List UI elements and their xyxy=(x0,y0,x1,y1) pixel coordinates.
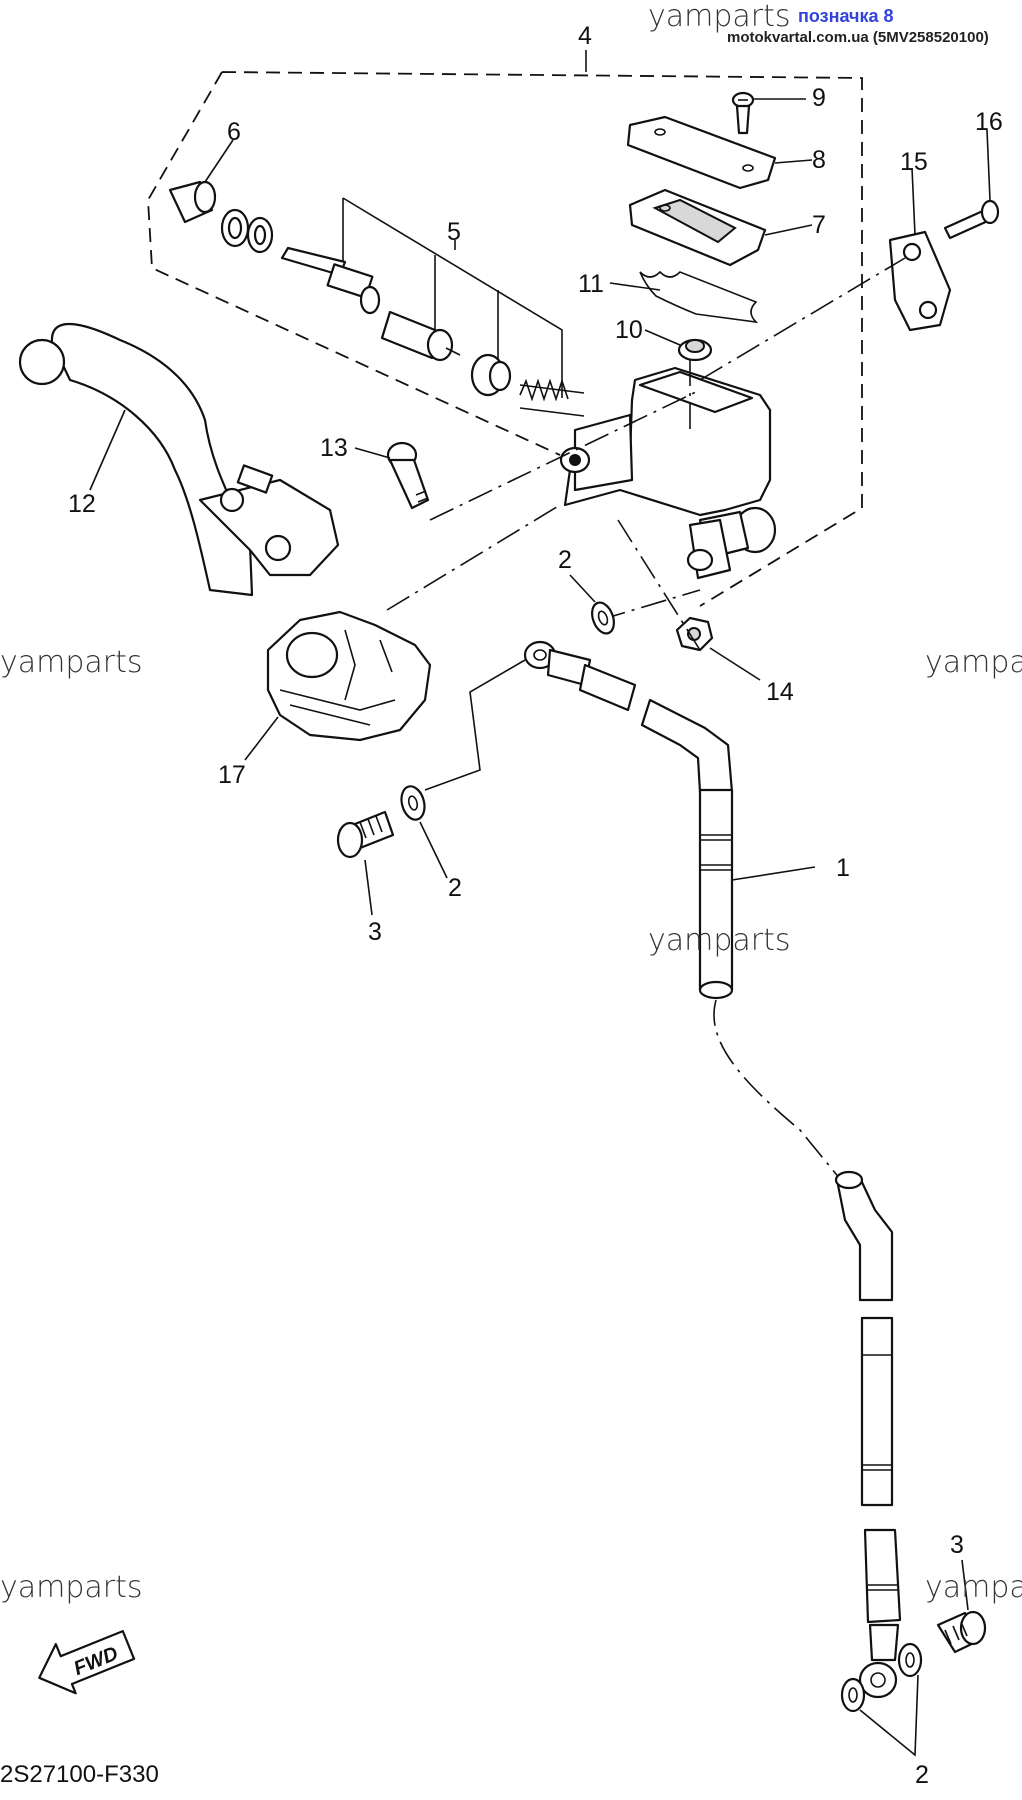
callout-10[interactable]: 10 xyxy=(615,316,643,344)
callout-7[interactable]: 7 xyxy=(812,211,826,239)
watermark-right-upper: yamparts xyxy=(925,645,1022,680)
leader-15 xyxy=(911,167,916,236)
leader-6 xyxy=(204,139,234,183)
handlebar-clamp-part xyxy=(888,230,952,332)
leader-14 xyxy=(709,647,761,681)
fwd-arrow-icon: FWD xyxy=(38,1630,136,1695)
brake-hose-lower-part xyxy=(834,1170,902,1699)
callout-5[interactable]: 5 xyxy=(447,218,461,246)
brake-caliper-part xyxy=(266,610,432,742)
callout-2-middle[interactable]: 2 xyxy=(448,874,462,902)
leader-17 xyxy=(244,716,279,761)
piston-part xyxy=(380,310,461,362)
leader-7 xyxy=(764,224,813,236)
callout-3-lower[interactable]: 3 xyxy=(950,1531,964,1559)
pivot-nut-part xyxy=(675,616,714,652)
push-rod-part xyxy=(280,246,381,315)
header-site[interactable]: motokvartal.com.ua (5MV258520100) xyxy=(727,29,989,46)
watermark-center: yamparts xyxy=(648,923,791,958)
callout-12[interactable]: 12 xyxy=(68,490,96,518)
callout-6[interactable]: 6 xyxy=(227,118,241,146)
cup-seal-part xyxy=(470,353,512,397)
callout-17[interactable]: 17 xyxy=(218,761,246,789)
leader-2-top xyxy=(569,574,596,603)
banjo-bolt-lower-part xyxy=(936,1610,987,1654)
callout-16[interactable]: 16 xyxy=(975,108,1003,136)
diaphragm-part xyxy=(639,270,759,324)
cap-screw-part xyxy=(731,91,755,135)
washer-to-hose-line xyxy=(424,659,526,791)
pivot-bolt-part xyxy=(386,441,430,510)
watermark-right-lower: yamparts xyxy=(925,1570,1022,1605)
cap-plate-part xyxy=(628,188,767,267)
leader-8 xyxy=(774,159,813,164)
leader-10 xyxy=(644,329,681,346)
dust-boot-part xyxy=(168,180,217,224)
leader-2-lower xyxy=(859,1674,919,1757)
leader-11 xyxy=(609,282,661,291)
brake-hose-upper-part xyxy=(523,640,734,1000)
leader-1 xyxy=(731,866,816,881)
header-badge[interactable]: позначка 8 xyxy=(798,6,894,26)
hose-connector-line xyxy=(713,999,846,1186)
washer-part-2-lower xyxy=(840,1642,923,1713)
leader-13 xyxy=(354,447,391,459)
leader-3-lower xyxy=(961,1559,969,1611)
alignment-lines xyxy=(386,257,906,651)
leader-12 xyxy=(89,409,126,491)
callout-1[interactable]: 1 xyxy=(836,854,850,882)
reservoir-cap-part xyxy=(626,115,777,190)
washer-part-2-middle xyxy=(400,785,426,821)
callout-2-top[interactable]: 2 xyxy=(558,546,572,574)
watermark-left-lower: yamparts xyxy=(0,1570,143,1605)
leader-2-middle xyxy=(419,821,448,879)
piston-kit-bracket xyxy=(342,197,563,398)
leader-3-middle xyxy=(364,859,373,916)
master-cylinder-body-part xyxy=(559,366,777,580)
callout-14[interactable]: 14 xyxy=(766,678,794,706)
header-brand: yamparts xyxy=(648,0,791,34)
callout-8[interactable]: 8 xyxy=(812,146,826,174)
brake-lever-part xyxy=(18,322,340,597)
callout-2-lower[interactable]: 2 xyxy=(915,1761,929,1789)
callout-4[interactable]: 4 xyxy=(578,22,592,50)
callout-3-middle[interactable]: 3 xyxy=(368,918,382,946)
leader-16 xyxy=(986,129,991,201)
banjo-bolt-middle-part xyxy=(336,810,395,859)
callout-9[interactable]: 9 xyxy=(812,84,826,112)
callout-13[interactable]: 13 xyxy=(320,434,348,462)
clamp-bolt-part xyxy=(943,199,1000,240)
callout-11[interactable]: 11 xyxy=(578,270,604,298)
watermark-left-upper: yamparts xyxy=(0,645,143,680)
diagram-code: 2S27100-F330 xyxy=(0,1761,159,1788)
float-part xyxy=(677,338,713,362)
assembly-boundary xyxy=(147,71,863,607)
washer-part-2-top xyxy=(591,601,615,635)
circlip-part xyxy=(220,208,274,254)
spring-part xyxy=(519,378,585,417)
callout-15[interactable]: 15 xyxy=(900,148,928,176)
